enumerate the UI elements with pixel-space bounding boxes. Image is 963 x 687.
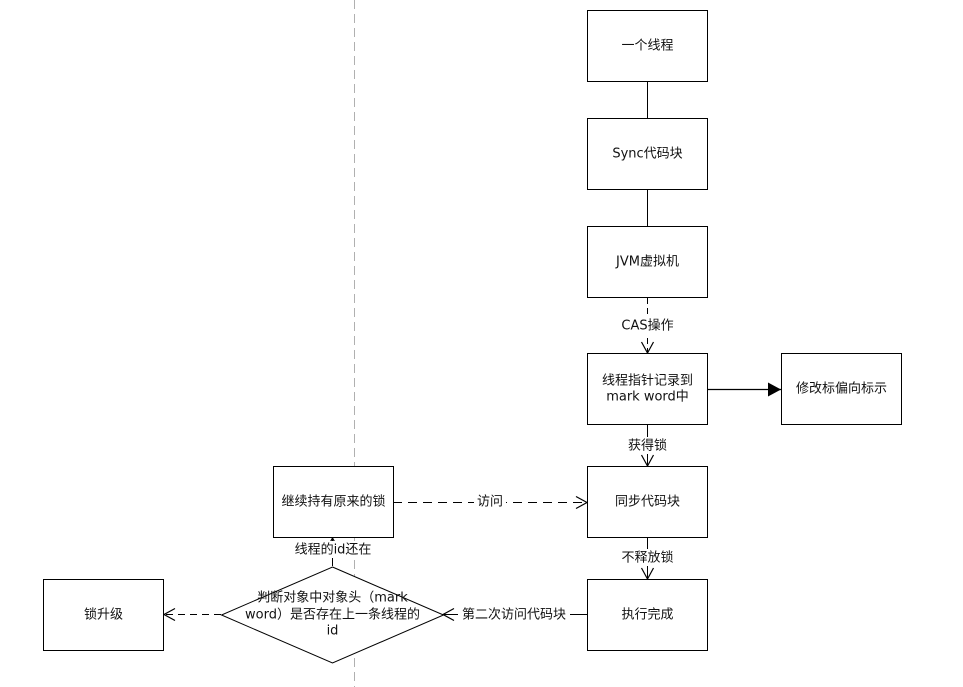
node-modify-bias-flag[interactable]: 修改标偏向标示	[781, 353, 902, 425]
edge-label-second-access-text: 第二次访问代码块	[462, 607, 566, 623]
edge-label-acquire-lock-text: 获得锁	[628, 438, 667, 454]
node-lock-upgrade[interactable]: 锁升级	[43, 579, 164, 651]
node-exec-done[interactable]: 执行完成	[587, 579, 708, 651]
node-sync-block[interactable]: Sync代码块	[587, 118, 708, 190]
node-decision-line2: word）是否存在上一条线程的	[245, 607, 420, 623]
node-sync-code-block-label: 同步代码块	[615, 495, 680, 510]
edge-label-id-exists: 线程的id还在	[289, 541, 377, 558]
node-sync-code-block[interactable]: 同步代码块	[587, 466, 708, 538]
node-decision-line3: id	[327, 624, 339, 639]
node-lock-upgrade-label: 锁升级	[84, 607, 123, 623]
edge-label-cas: CAS操作	[620, 317, 676, 334]
node-jvm[interactable]: JVM虚拟机	[587, 226, 708, 298]
node-keep-lock-label: 继续持有原来的锁	[281, 494, 385, 510]
node-decision-line1: 判断对象中对象头（mark	[257, 591, 408, 606]
edge-label-second-access: 第二次访问代码块	[458, 606, 570, 623]
node-decision[interactable]: 判断对象中对象头（mark word）是否存在上一条线程的 id	[220, 566, 445, 664]
node-record-mark-word-line1: 线程指针记录到	[602, 374, 693, 389]
node-jvm-label: JVM虚拟机	[615, 255, 679, 270]
edge-label-access: 访问	[474, 494, 506, 511]
edge-label-no-release: 不释放锁	[616, 549, 680, 566]
edge-label-acquire-lock: 获得锁	[624, 437, 672, 454]
node-record-mark-word[interactable]: 线程指针记录到 mark word中	[587, 353, 708, 425]
node-sync-block-label: Sync代码块	[612, 147, 682, 162]
node-record-mark-word-line2: mark word中	[606, 390, 689, 405]
node-modify-bias-flag-label: 修改标偏向标示	[796, 381, 887, 397]
edge-label-cas-text: CAS操作	[621, 318, 673, 334]
edge-label-access-text: 访问	[477, 495, 503, 510]
node-one-thread[interactable]: 一个线程	[587, 10, 708, 82]
edge-label-no-release-text: 不释放锁	[621, 550, 673, 566]
edge-label-id-exists-text: 线程的id还在	[295, 542, 372, 558]
node-exec-done-label: 执行完成	[621, 608, 673, 623]
node-keep-lock[interactable]: 继续持有原来的锁	[273, 466, 394, 538]
node-one-thread-label: 一个线程	[621, 39, 673, 54]
